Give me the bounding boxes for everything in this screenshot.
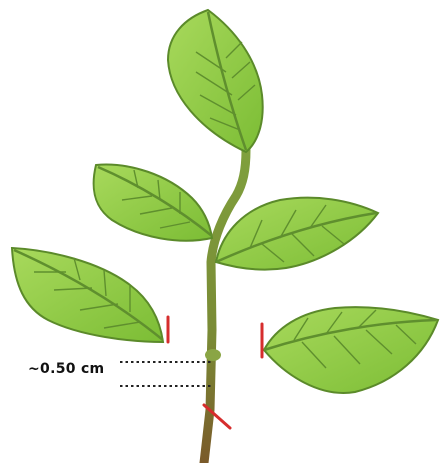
lower-left-leaf (12, 248, 163, 342)
measurement-label: ~0.50 cm (28, 361, 104, 377)
top-leaf (168, 10, 263, 152)
stem-node (205, 349, 221, 361)
upper-right-leaf (216, 198, 378, 270)
lower-right-leaf (264, 307, 438, 393)
upper-left-leaf (94, 165, 212, 241)
main-stem (204, 150, 246, 463)
